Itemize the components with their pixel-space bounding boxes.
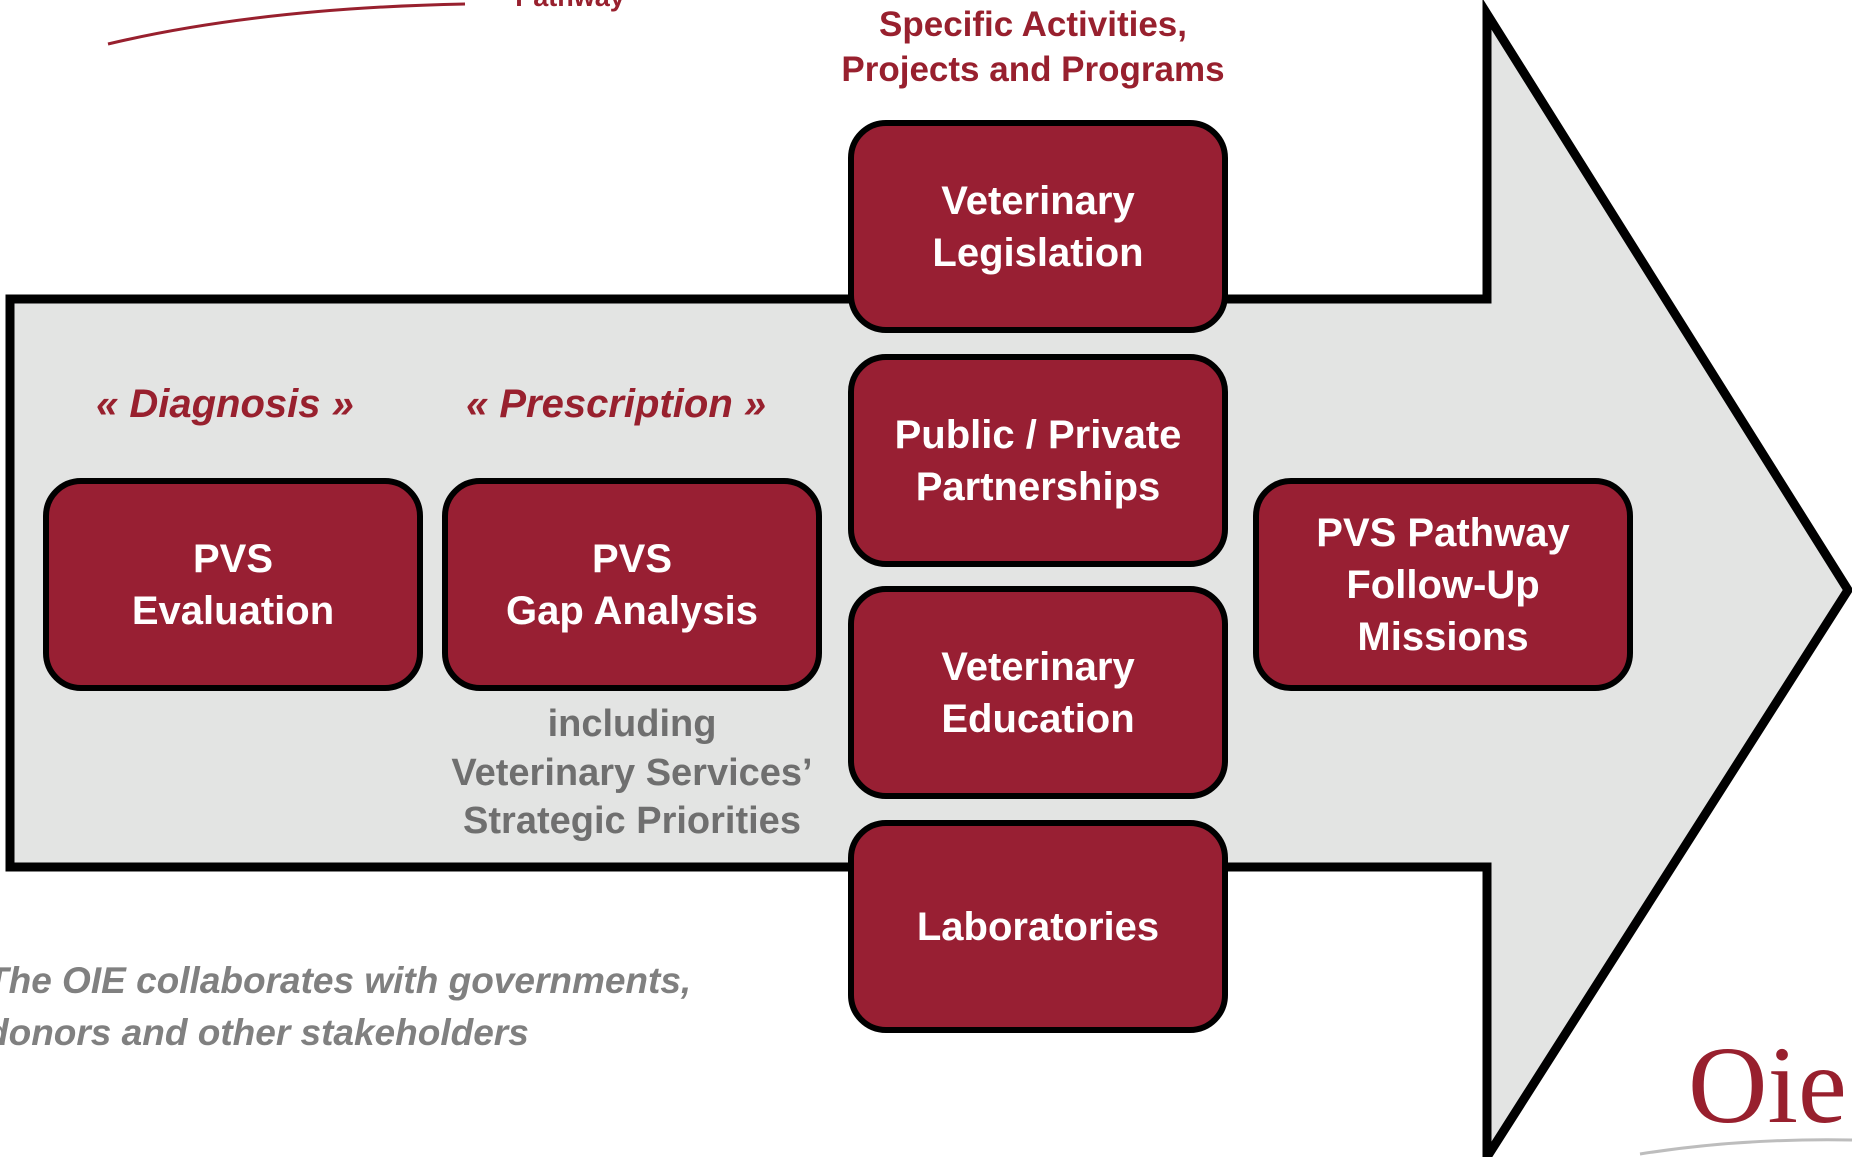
logo-swoosh	[1639, 1138, 1852, 1156]
laboratories-box: Laboratories	[848, 820, 1228, 1033]
laboratories-label: Laboratories	[916, 904, 1160, 949]
top-heading: Specific Activities, Projects and Progra…	[841, 5, 1225, 89]
public-private-partnerships-label: Public / Private Partnerships	[894, 412, 1182, 509]
veterinary-education-box: Veterinary Education	[848, 586, 1228, 799]
pvs-gap-analysis-box: PVS Gap Analysis	[442, 478, 822, 691]
oie-logo: Oie	[1688, 1024, 1847, 1146]
veterinary-legislation-box: Veterinary Legislation	[848, 120, 1228, 333]
pvs-evaluation-label: PVS Evaluation	[131, 536, 335, 633]
big-arrow-shape	[5, 0, 1852, 1157]
phase-diagnosis-label: « Diagnosis »	[96, 382, 354, 426]
phase-prescription-label: « Prescription »	[466, 382, 767, 426]
pvs-follow-up-missions-label: PVS Pathway Follow-Up Missions	[1316, 510, 1570, 659]
pvs-evaluation-box: PVS Evaluation	[43, 478, 423, 691]
header-swoosh-line	[107, 2, 466, 46]
pvs-gap-analysis-label: PVS Gap Analysis	[506, 536, 758, 633]
veterinary-education-label: Veterinary Education	[941, 644, 1135, 741]
public-private-partnerships-box: Public / Private Partnerships	[848, 354, 1228, 567]
header-partial-text: Pathway	[485, 0, 655, 15]
veterinary-legislation-label: Veterinary Legislation	[932, 178, 1144, 275]
collaboration-note: The OIE collaborates with governments, d…	[0, 960, 692, 1053]
gap-analysis-note: including Veterinary Services’ Strategic…	[451, 703, 813, 843]
pvs-follow-up-missions-box: PVS Pathway Follow-Up Missions	[1253, 478, 1633, 691]
